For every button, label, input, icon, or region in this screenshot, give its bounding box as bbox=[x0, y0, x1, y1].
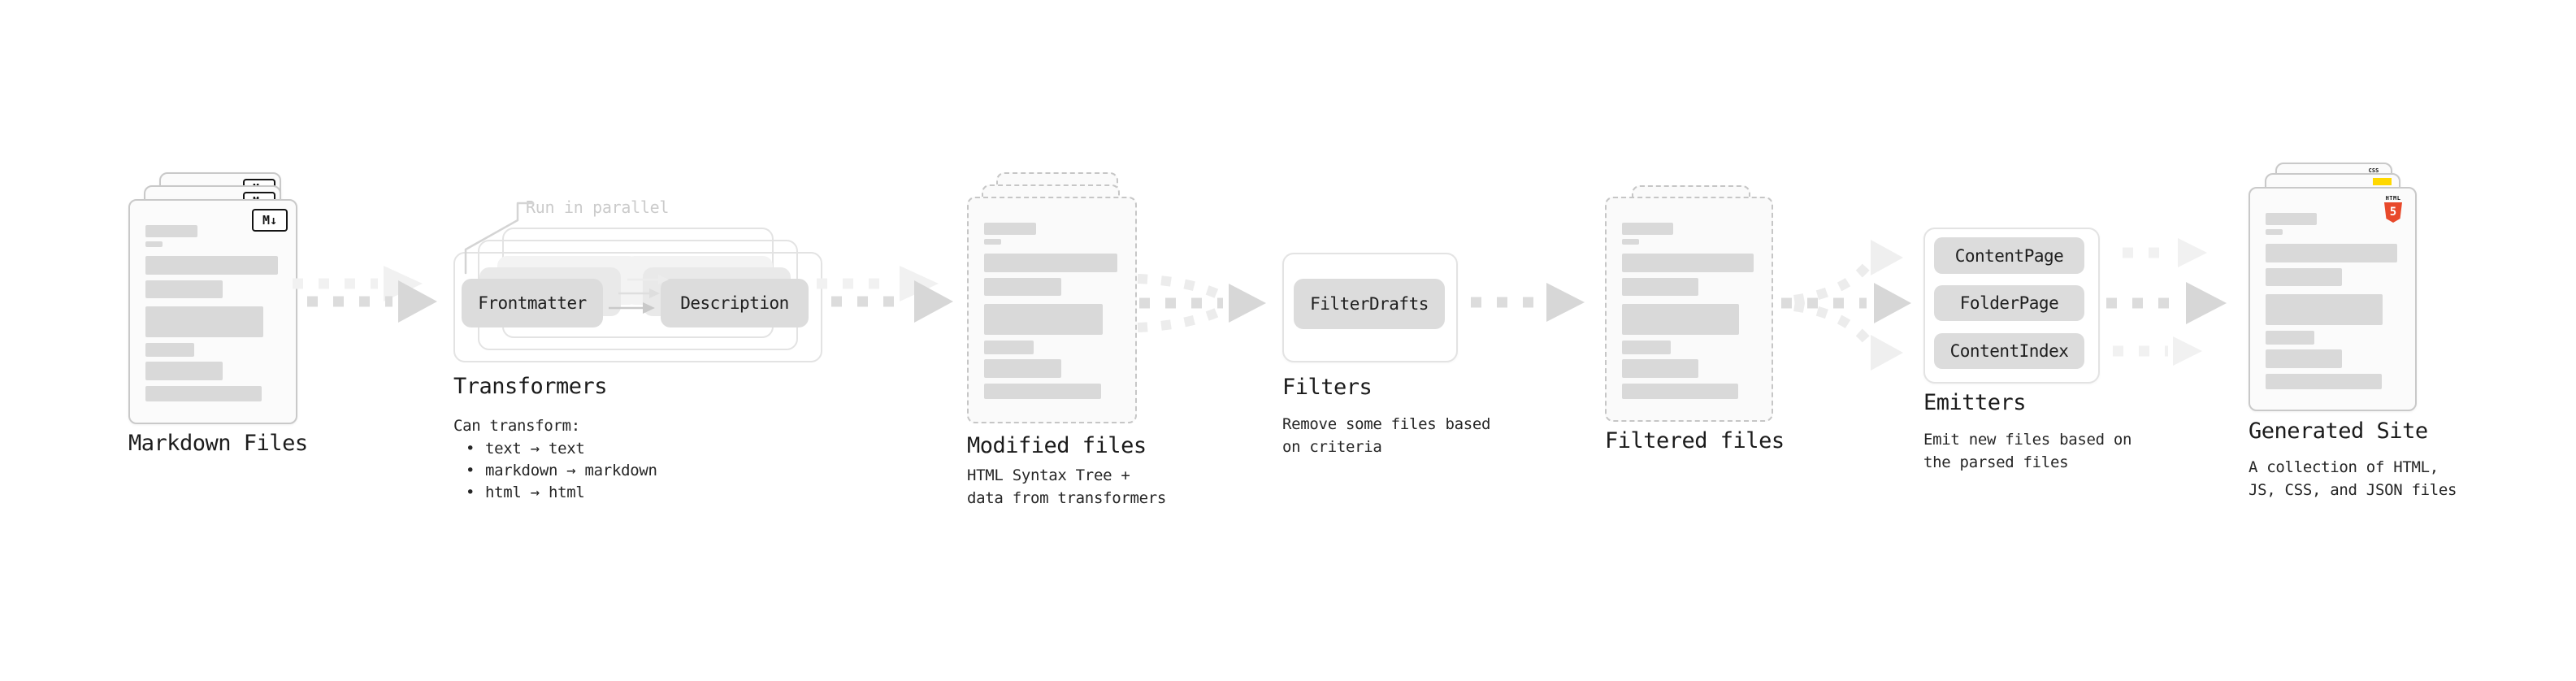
bullet-dot: • bbox=[466, 484, 475, 501]
node-contentpage: ContentPage bbox=[1934, 237, 2084, 274]
stage-label-modified-files: Modified files bbox=[967, 433, 1147, 458]
run-in-parallel-note: Run in parallel bbox=[526, 197, 670, 217]
stage-label-markdown-files: Markdown Files bbox=[128, 431, 308, 456]
html5-icon-shield: 5 bbox=[2384, 202, 2402, 223]
arrow-filters-to-filtered bbox=[1471, 283, 1585, 322]
emitters-description-line: the parsed files bbox=[1923, 453, 2069, 471]
generated-site-description-line: JS, CSS, and JSON files bbox=[2249, 481, 2457, 499]
node-folderpage: FolderPage bbox=[1934, 285, 2084, 321]
node-description: Description bbox=[661, 279, 809, 327]
stage-label-filters: Filters bbox=[1282, 375, 1373, 400]
generated-site-description-line: A collection of HTML, bbox=[2249, 458, 2439, 476]
node-frontmatter: Frontmatter bbox=[462, 279, 603, 327]
modified-file-card bbox=[967, 197, 1137, 423]
node-filterdrafts: FilterDrafts bbox=[1294, 279, 1445, 329]
bullet-text: text → text bbox=[485, 440, 585, 458]
filters-description-line: Remove some files based bbox=[1282, 415, 1491, 433]
arrow-markdown-to-transformers bbox=[293, 266, 437, 323]
emitters-description-line: Emit new files based on bbox=[1923, 431, 2132, 449]
filtered-file-card bbox=[1605, 197, 1773, 422]
transformers-bullet: • text → text bbox=[466, 439, 585, 458]
stage-label-emitters: Emitters bbox=[1923, 390, 2027, 415]
document-text-placeholder bbox=[1622, 198, 1754, 420]
generated-site-card: HTML 5 bbox=[2249, 187, 2417, 411]
transformers-description-title: Can transform: bbox=[453, 417, 580, 435]
arrow-modified-to-filters-merge bbox=[1137, 274, 1266, 332]
arrow-emitters-to-generated bbox=[2106, 238, 2227, 366]
bullet-dot: • bbox=[466, 440, 475, 458]
transformer-box-front bbox=[453, 252, 822, 362]
modified-files-description-line: HTML Syntax Tree + bbox=[967, 466, 1130, 484]
document-text-placeholder bbox=[2266, 189, 2397, 410]
document-text-placeholder bbox=[145, 201, 278, 423]
bullet-dot: • bbox=[466, 462, 475, 479]
javascript-icon bbox=[2373, 178, 2392, 185]
arrow-transformers-to-modified bbox=[817, 266, 953, 323]
node-contentindex: ContentIndex bbox=[1934, 333, 2084, 369]
html5-icon-label: HTML bbox=[2385, 195, 2401, 202]
stage-label-filtered-files: Filtered files bbox=[1605, 428, 1785, 453]
stage-label-transformers: Transformers bbox=[453, 374, 608, 399]
html5-icon: HTML 5 bbox=[2383, 195, 2404, 223]
transformers-bullet: • markdown → markdown bbox=[466, 461, 657, 480]
arrow-filtered-to-emitters-fork bbox=[1781, 240, 1911, 371]
document-text-placeholder bbox=[984, 198, 1117, 422]
bullet-text: markdown → markdown bbox=[485, 462, 657, 479]
stage-label-generated-site: Generated Site bbox=[2249, 419, 2428, 444]
bullet-text: html → html bbox=[485, 484, 585, 501]
transformers-bullet: • html → html bbox=[466, 483, 585, 502]
markdown-icon: M↓ bbox=[252, 209, 288, 232]
markdown-file-card: M↓ bbox=[128, 199, 297, 424]
filters-description-line: on criteria bbox=[1282, 438, 1382, 456]
modified-files-description-line: data from transformers bbox=[967, 489, 1167, 507]
